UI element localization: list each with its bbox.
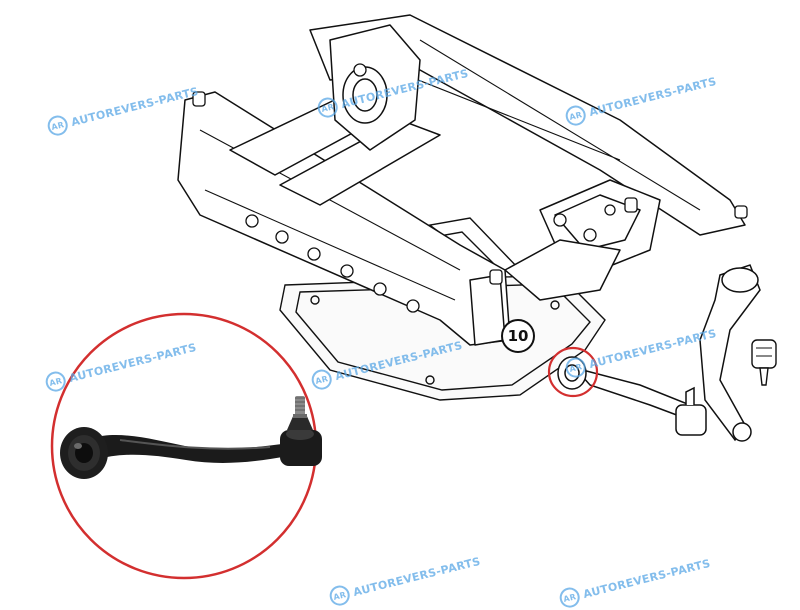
control-arm-photo xyxy=(60,396,322,479)
tension-strut-outline xyxy=(699,264,761,442)
skid-plate xyxy=(279,214,606,401)
subframe-holes xyxy=(192,63,748,313)
part-number-callout: 10 xyxy=(501,319,535,353)
ball-joint-outline xyxy=(751,339,777,386)
bushing-highlight-circle xyxy=(547,346,599,398)
subframe xyxy=(177,14,746,346)
control-arm-outline xyxy=(557,356,707,436)
watermark-logo: AR xyxy=(327,583,352,608)
watermark-logo: AR xyxy=(557,585,582,610)
